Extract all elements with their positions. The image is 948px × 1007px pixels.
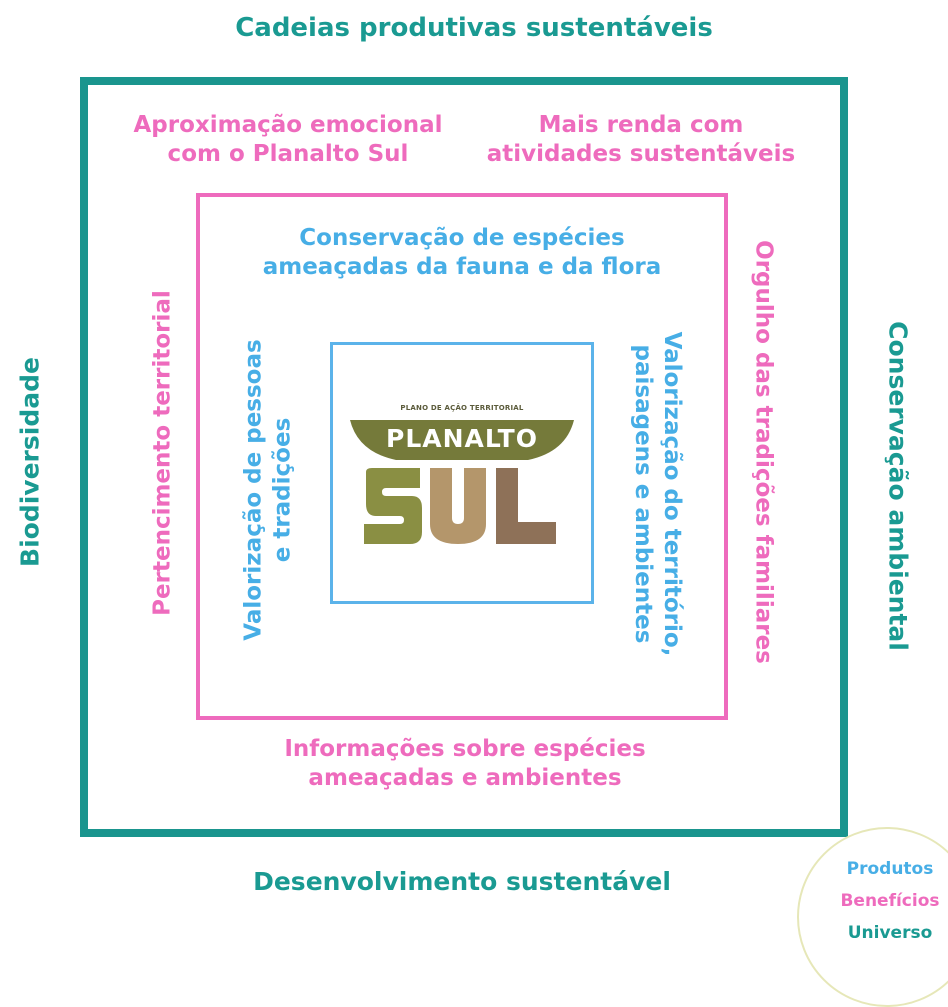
corner-line-products: Produtos [846, 859, 934, 879]
corner-circle [797, 827, 948, 1007]
middle-top-right-line-1: Mais renda com [538, 112, 744, 138]
outer-top-label: Cadeias produtivas sustentáveis [235, 13, 713, 43]
inner-top-line-1: Conservação de espécies [299, 225, 625, 251]
inner-left-line-2: e tradições [269, 417, 295, 563]
logo-word: PLANALTO [386, 424, 538, 453]
planalto-sul-logo: PLANO DE AÇÃO TERRITORIAL PLANALTO [344, 398, 580, 558]
middle-bottom-label: Informações sobre espécies ameaçadas e a… [284, 735, 645, 793]
outer-right-label: Conservação ambiental [883, 321, 913, 651]
inner-right-line-1: Valorização do território, [658, 331, 685, 657]
inner-right-label: Valorização do território, paisagens e a… [628, 332, 686, 657]
corner-line-benefits: Benefícios [840, 891, 940, 911]
outer-bottom-label: Desenvolvimento sustentável [253, 867, 671, 896]
middle-left-label: Pertencimento territorial [149, 290, 176, 616]
inner-left-label: Valorização de pessoas e tradições [239, 339, 297, 640]
middle-top-right-label: Mais renda com atividades sustentáveis [487, 111, 795, 169]
middle-top-left-line-2: com o Planalto Sul [167, 140, 409, 167]
middle-right-label: Orgulho das tradições familiares [750, 240, 777, 664]
middle-bottom-line-1: Informações sobre espécies [284, 736, 646, 762]
inner-right-line-2: paisagens e ambientes [630, 344, 656, 644]
middle-top-left-label: Aproximação emocional com o Planalto Sul [133, 111, 442, 169]
outer-square [80, 77, 848, 837]
logo-tagline: PLANO DE AÇÃO TERRITORIAL [400, 404, 524, 412]
outer-left-label: Biodiversidade [15, 357, 45, 567]
middle-bottom-line-2: ameaçadas e ambientes [308, 764, 622, 791]
middle-square [196, 193, 728, 720]
middle-top-left-line-1: Aproximação emocional [133, 112, 443, 138]
inner-left-line-1: Valorização de pessoas [240, 339, 267, 641]
inner-top-line-2: ameaçadas da fauna e da flora [262, 253, 662, 280]
inner-square [330, 342, 594, 604]
middle-top-right-line-2: atividades sustentáveis [486, 140, 796, 167]
logo-bowl-shape [350, 420, 574, 460]
logo-sul-mark [364, 468, 556, 544]
corner-line-universe: Universo [847, 923, 933, 943]
inner-top-label: Conservação de espécies ameaçadas da fau… [263, 224, 662, 282]
